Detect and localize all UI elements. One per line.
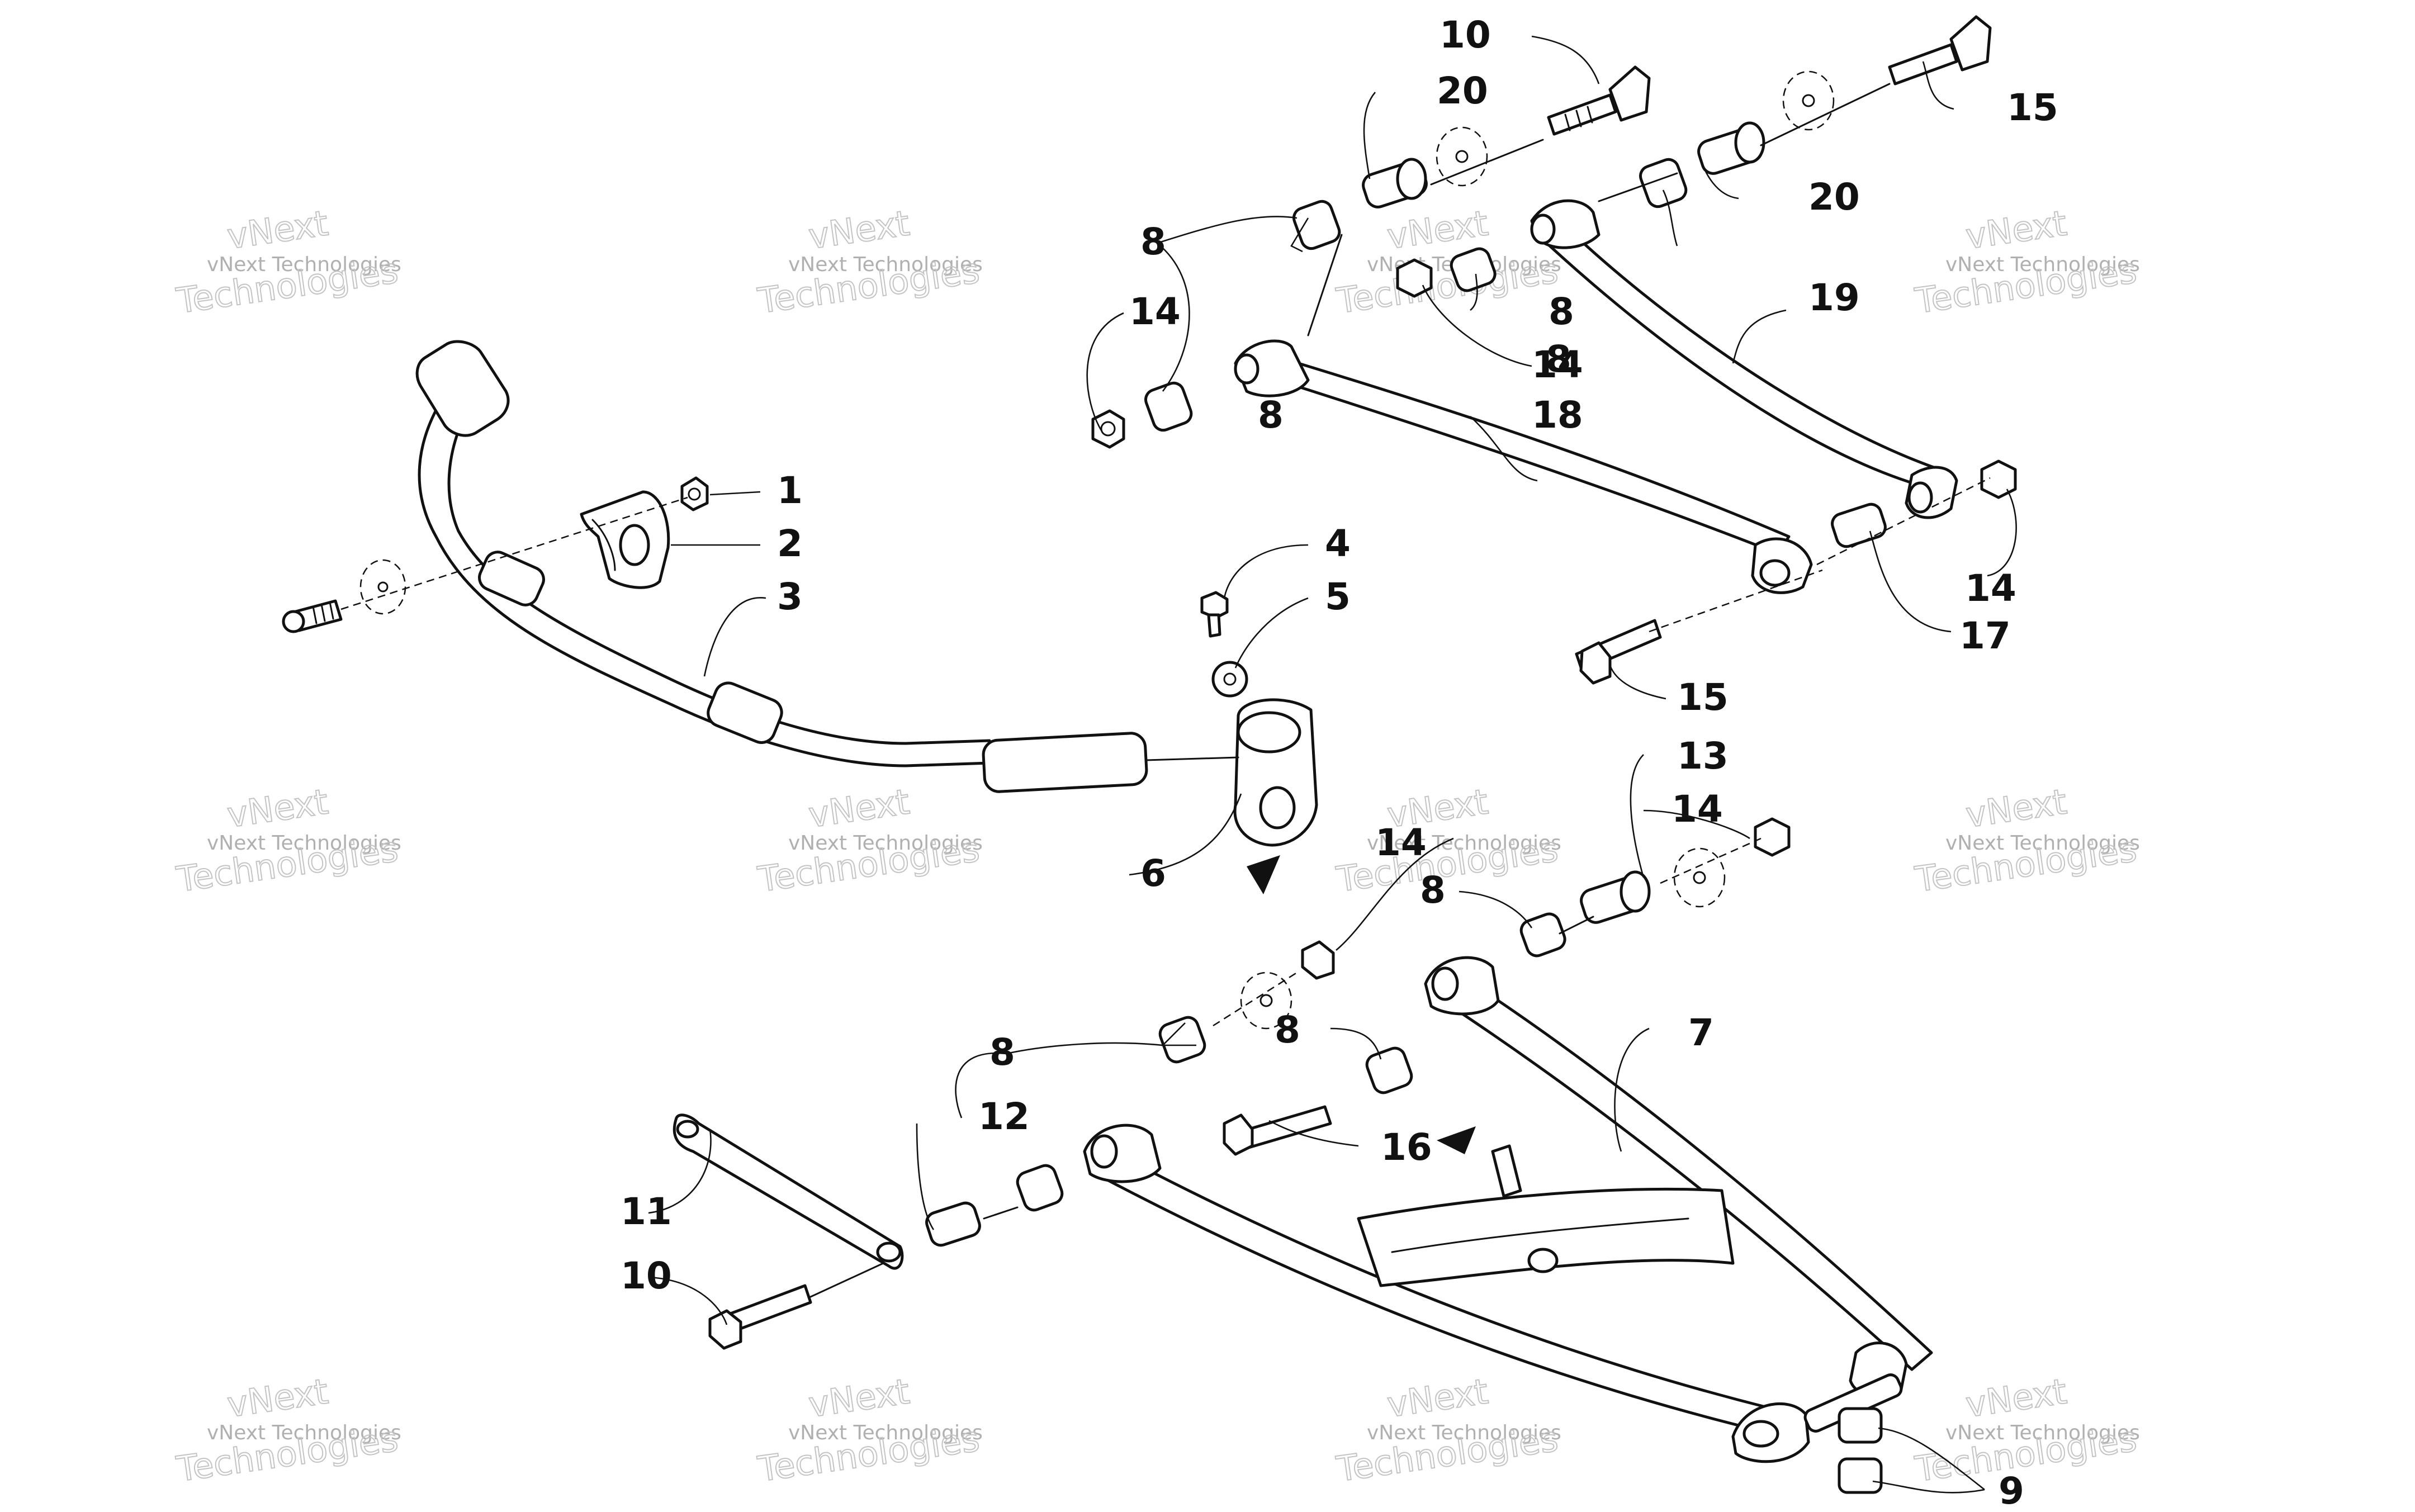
stabilizer-bar [415, 340, 1148, 793]
callout-number: 15 [2007, 86, 2058, 129]
callout-number: 8 [1258, 394, 1284, 437]
stabilizer-link-clamp [1200, 591, 1318, 894]
upper-hardware [1091, 15, 2017, 685]
bar-bolt-axis [340, 496, 688, 610]
upper-axis-lines [1307, 83, 1991, 633]
watermark-ghost: vNext [225, 202, 331, 257]
watermark-ghost: vNext [1385, 1371, 1491, 1425]
callout-number: 19 [1808, 276, 1860, 319]
watermark-ghost: vNext [806, 781, 912, 835]
watermark-line: vNext Technologies [1367, 1421, 1561, 1444]
watermark-line: vNext Technologies [1945, 1421, 2140, 1444]
callout-layer: 1234567888888891010111213141414141415151… [621, 13, 2058, 1512]
callout-number: 8 [1546, 338, 1571, 381]
callout-number: 3 [777, 575, 803, 618]
callout-number: 14 [1129, 290, 1181, 333]
callout-number: 2 [777, 522, 803, 565]
lower-hardware [673, 817, 1883, 1494]
callout-number: 20 [1808, 176, 1860, 219]
upper-a-arm [1234, 199, 1958, 594]
callout-number: 14 [1375, 821, 1427, 864]
lower-a-arm [1083, 956, 1933, 1463]
watermark-line: vNext Technologies [1945, 832, 2140, 855]
watermark-ghost: vNext [1963, 1371, 2070, 1425]
callout-number: 4 [1325, 522, 1351, 565]
callout-number: 12 [978, 1095, 1030, 1138]
callout-number: 10 [1439, 13, 1491, 56]
bar-bracket [580, 490, 670, 589]
watermark-ghost: vNext [1963, 202, 2070, 257]
watermark-line: vNext Technologies [1945, 253, 2140, 276]
watermark-ghost: vNext [225, 781, 331, 835]
watermark-line: vNext Technologies [788, 832, 983, 855]
callout-number: 7 [1688, 1011, 1714, 1054]
watermark-line: vNext Technologies [207, 253, 401, 276]
bar-bolt [282, 559, 406, 633]
callout-number: 20 [1437, 69, 1488, 112]
callout-number: 13 [1677, 734, 1729, 778]
watermark-ghost: vNext [225, 1371, 331, 1425]
callout-number: 8 [1420, 869, 1446, 912]
callout-number: 15 [1677, 676, 1729, 719]
callout-number: 9 [1999, 1470, 2024, 1509]
callout-number: 5 [1325, 575, 1351, 618]
link-axis [1145, 756, 1239, 761]
leader-lines [648, 35, 2017, 1494]
callout-number: 14 [1671, 788, 1723, 831]
callout-number: 11 [621, 1190, 672, 1233]
callout-number: 8 [1549, 290, 1574, 333]
callout-number: 8 [989, 1031, 1015, 1074]
callout-number: 14 [1965, 567, 2016, 610]
watermark-line: vNext Technologies [788, 1421, 983, 1444]
callout-number: 14 [1532, 343, 1583, 386]
watermark-line: vNext Technologies [207, 832, 401, 855]
callout-number: 18 [1532, 394, 1583, 437]
watermark-ghost: vNext [1963, 781, 2070, 835]
watermark-ghost: vNext [806, 1371, 912, 1425]
callout-number: 6 [1140, 852, 1166, 895]
callout-number: 8 [1275, 1008, 1300, 1051]
callout-number: 10 [621, 1254, 672, 1297]
callout-number: 1 [777, 469, 803, 512]
watermark-line: vNext Technologies [1367, 832, 1561, 855]
callout-number: 16 [1381, 1126, 1432, 1169]
watermark-line: vNext Technologies [207, 1421, 401, 1444]
lower-axis-lines [809, 837, 1761, 1298]
watermark-line: vNext Technologies [788, 253, 983, 276]
watermark-ghost: vNext [806, 202, 912, 257]
callout-number: 8 [1140, 220, 1166, 263]
callout-number: 17 [1959, 614, 2011, 657]
hex-nut-1 [680, 476, 709, 511]
